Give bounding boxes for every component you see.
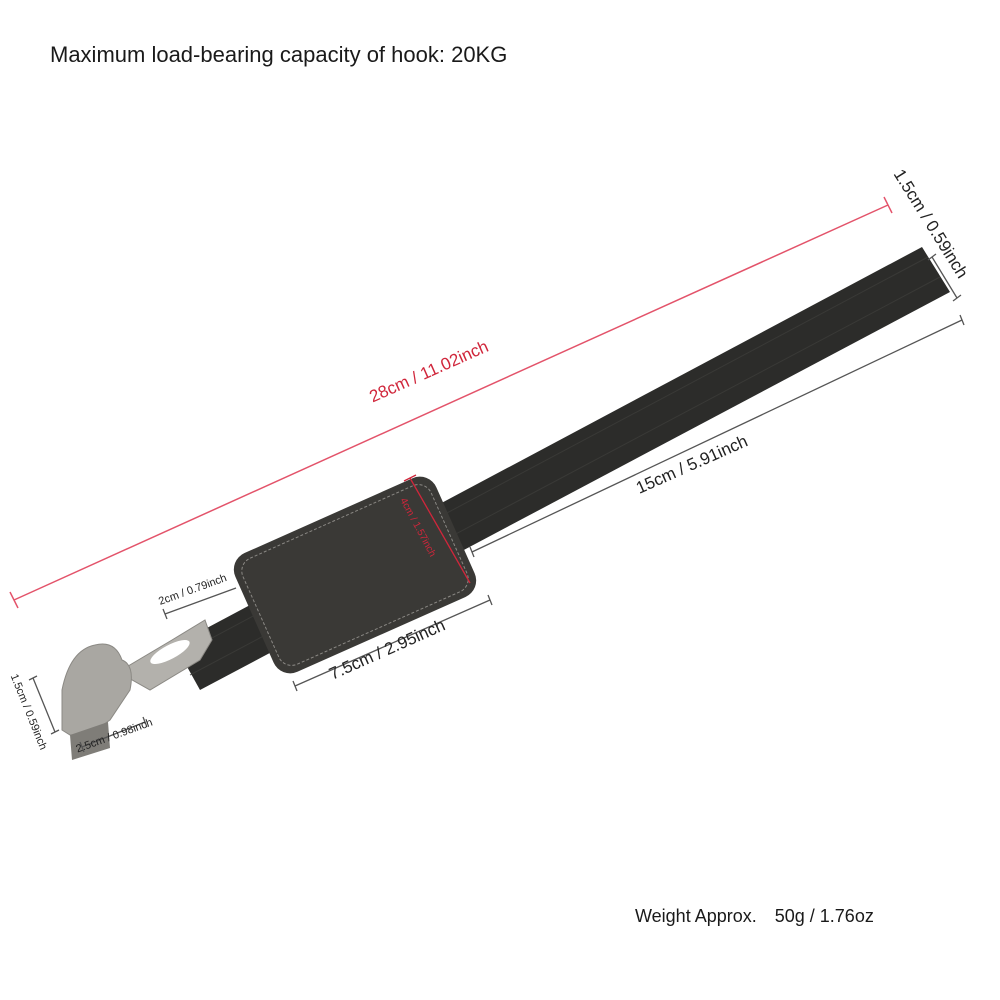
total-length-line — [9, 196, 893, 609]
metal-hook — [61, 619, 213, 760]
leather-patch — [233, 476, 477, 674]
dimension-lines — [28, 253, 965, 753]
weight-value: 50g / 1.76oz — [774, 906, 874, 926]
weight-info: Weight Approx. 50g / 1.76oz — [635, 906, 892, 927]
weight-label: Weight Approx. — [635, 906, 757, 926]
page-title: Maximum load-bearing capacity of hook: 2… — [50, 42, 508, 67]
